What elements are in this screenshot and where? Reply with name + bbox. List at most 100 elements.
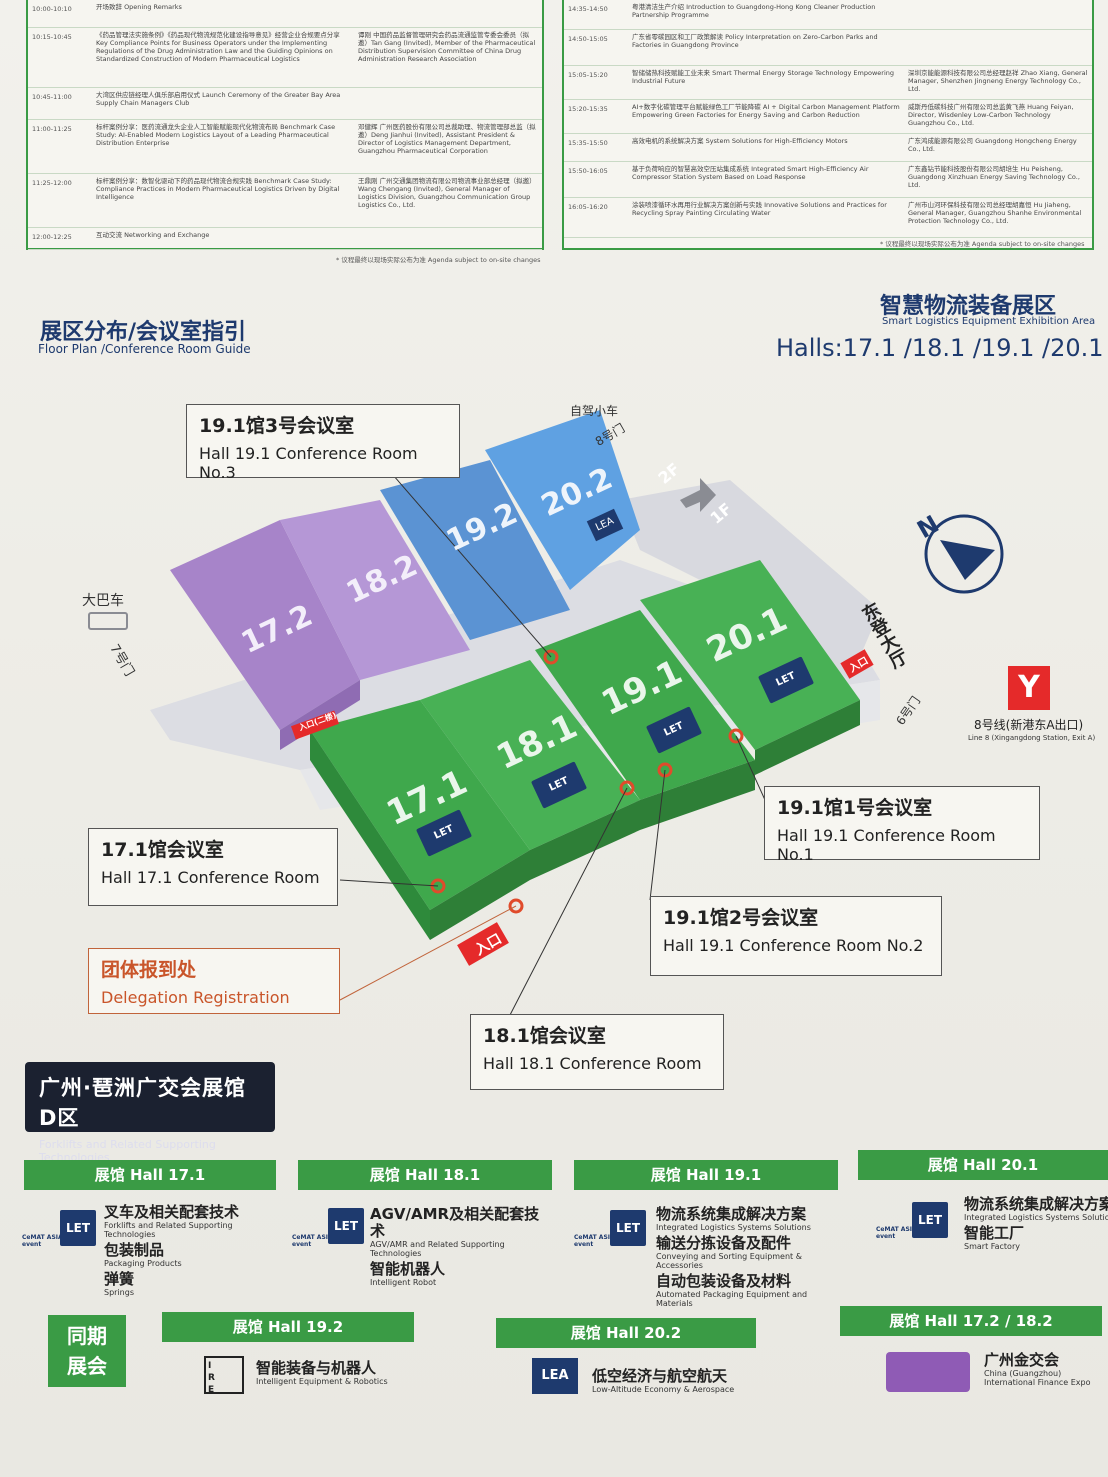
concurrent-20-2: 低空经济与航空航天 Low-Altitude Economy & Aerospa… [592, 1368, 772, 1397]
category-en: Springs [104, 1288, 134, 1297]
agenda-row: 12:00-12:25 互动交流 Networking and Exchange [28, 228, 542, 250]
same-period-badge: 同期 展会 [48, 1315, 126, 1387]
category-en: Conveying and Sorting Equipment & Access… [656, 1252, 802, 1270]
agenda-time: 15:50-16:05 [568, 167, 608, 175]
agenda-topic: 高效电机的系统解决方案 System Solutions for High-Ef… [632, 137, 848, 145]
zone-d-title: 广州·琶洲广交会展馆D区 [39, 1076, 246, 1130]
marker-delegation [508, 898, 524, 914]
hall-bar-19-1: 展馆 Hall 19.1 [574, 1160, 838, 1190]
callout-room1-en: Hall 19.1 Conference Room No.1 [777, 826, 996, 864]
gife-logo [886, 1352, 970, 1392]
callout-room181-cn: 18.1馆会议室 [483, 1025, 606, 1047]
agenda-note-right: * 议程最终以现场实际公布为准 Agenda subject to on-sit… [880, 240, 1085, 248]
hall-bar-17-2-18-2: 展馆 Hall 17.2 / 18.2 [840, 1306, 1102, 1336]
agenda-topic: AI+数字化碳管理平台赋能绿色工厂节能降碳 AI + Digital Carbo… [632, 103, 900, 119]
agenda-topic: 大湾区供应链经理人俱乐部启用仪式 Launch Ceremony of the … [96, 91, 341, 107]
category-en: Automated Packaging Equipment and Materi… [656, 1290, 808, 1308]
floor-plan-map [150, 410, 1004, 1016]
callout-room181-en: Hall 18.1 Conference Room [483, 1054, 702, 1073]
bus-label: 大巴车 [82, 593, 124, 609]
agenda-topic: 互动交流 Networking and Exchange [96, 231, 210, 239]
callout-room171-en: Hall 17.1 Conference Room [101, 868, 320, 887]
callout-room1: 19.1馆1号会议室 Hall 19.1 Conference Room No.… [764, 786, 1040, 864]
callout-room2-en: Hall 19.1 Conference Room No.2 [663, 936, 924, 955]
callout-room1-cn: 19.1馆1号会议室 [777, 797, 933, 819]
agenda-row: 11:25-12:00 标杆案例分享：数智化驱动下的药品现代物流合规实践 Benc… [28, 174, 542, 228]
agenda-speaker: 威斯丹低碳科技广州有限公司总监黄飞燕 Huang Feiyan, Directo… [908, 103, 1074, 127]
agenda-row: 15:35-15:50 高效电机的系统解决方案 System Solutions … [564, 134, 1092, 162]
callout-room2-cn: 19.1馆2号会议室 [663, 907, 819, 929]
hall-bar-20-1: 展馆 Hall 20.1 [858, 1150, 1108, 1180]
hall-17-1-block [310, 700, 530, 910]
agenda-time: 14:35-14:50 [568, 5, 608, 13]
agenda-time: 15:35-15:50 [568, 139, 608, 147]
same-period-line1: 同期 [67, 1324, 107, 1348]
self-drive-label: 自驾小车 [570, 404, 619, 418]
concurrent-cn: 低空经济与航空航天 [592, 1367, 728, 1385]
callout-delegation: 团体报到处 Delegation Registration [88, 948, 340, 1014]
hall-body-18-1: AGV/AMR及相关配套技术 AGV/AMR and Related Suppo… [370, 1206, 552, 1290]
agenda-time: 16:05-16:20 [568, 203, 608, 211]
callout-room3: 19.1馆3号会议室 Hall 19.1 Conference Room No.… [186, 404, 460, 482]
hall-18-1-block [420, 660, 640, 850]
compass-icon [924, 514, 1004, 594]
callout-room171: 17.1馆会议室 Hall 17.1 Conference Room [88, 828, 338, 906]
category-en: Intelligent Robot [370, 1278, 437, 1287]
metro-label-en: Line 8 (Xingangdong Station, Exit A) [968, 734, 1096, 742]
category-cn: AGV/AMR及相关配套技术 [370, 1205, 540, 1240]
floor-plan-subtitle: Floor Plan /Conference Room Guide [38, 342, 251, 356]
agenda-topic: 粤港清洁生产介绍 Introduction to Guangdong-Hong … [632, 3, 876, 19]
marker-room1 [728, 728, 744, 744]
agenda-topic: 开场致辞 Opening Remarks [96, 3, 182, 11]
agenda-topic: 涂装喷漆循环水再用行业解决方案创新与实践 Innovative Solution… [632, 201, 887, 217]
hall-bar-17-1: 展馆 Hall 17.1 [24, 1160, 276, 1190]
area-halls: Halls:17.1 /18.1 /19.1 /20.1 [776, 334, 1104, 362]
hall-19-1-block [535, 610, 755, 800]
marker-room2 [657, 762, 673, 778]
floor-plan-title: 展区分布/会议室指引 [40, 320, 247, 345]
agenda-speaker: 王鼎刚 广州交通集团物流有限公司物流事业部总经理（拟邀）Wang Chengan… [358, 177, 536, 209]
hall-body-19-1: 物流系统集成解决方案 Integrated Logistics Systems … [656, 1206, 842, 1311]
agenda-table-right: 14:35-14:50 粤港清洁生产介绍 Introduction to Guan… [562, 0, 1094, 250]
agenda-time: 11:00-11:25 [32, 125, 72, 133]
agenda-time: 12:00-12:25 [32, 233, 72, 241]
let-logo-panel-20-1: LET [912, 1202, 948, 1238]
agenda-speaker: 广东鸿成能源有限公司 Guangdong Hongcheng Energy Co… [908, 137, 1077, 153]
let-logo-panel-18-1: LET [328, 1208, 364, 1244]
category-cn: 包装制品 [104, 1241, 165, 1259]
concurrent-cn: 智能装备与机器人 [256, 1359, 377, 1377]
let-logo-panel-19-1: LET [610, 1210, 646, 1246]
agenda-time: 15:20-15:35 [568, 105, 608, 113]
concurrent-en: China (Guangzhou) International Finance … [984, 1369, 1091, 1387]
concurrent-cn: 广州金交会 [984, 1351, 1060, 1369]
agenda-speaker: 邓健辉 广州医药股份有限公司总裁助理、物流管理部总监（拟邀）Deng Jianh… [358, 123, 536, 155]
metro-icon: Y [1008, 666, 1050, 710]
callout-room3-cn: 19.1馆3号会议室 [199, 415, 355, 437]
marker-room181 [619, 780, 635, 796]
agenda-time: 10:45-11:00 [32, 93, 72, 101]
category-cn: 弹簧 [104, 1270, 135, 1288]
hall-bar-18-1: 展馆 Hall 18.1 [298, 1160, 552, 1190]
agenda-topic: 基于负荷响应的智慧高效空压站集成系统 Integrated Smart High… [632, 165, 869, 181]
agenda-time: 11:25-12:00 [32, 179, 72, 187]
hall-18-2-block [280, 500, 470, 680]
metro-label: 8号线(新港东A出口) [974, 718, 1084, 732]
callout-room2: 19.1馆2号会议室 Hall 19.1 Conference Room No.… [650, 896, 942, 976]
category-en: Integrated Logistics Systems Solutions [656, 1223, 811, 1232]
agenda-row: 10:15-10:45《药品管理法实施条例》《药品现代物流规范化建设指导意见》经… [28, 28, 542, 88]
concurrent-19-2: 智能装备与机器人 Intelligent Equipment & Robotic… [256, 1360, 426, 1389]
bus-icon [88, 612, 128, 630]
agenda-row: 15:20-15:35 AI+数字化碳管理平台赋能绿色工厂节能降碳 AI + Di… [564, 100, 1092, 134]
concurrent-en: Low-Altitude Economy & Aerospace [592, 1385, 735, 1394]
category-cn: 智能机器人 [370, 1260, 446, 1278]
agenda-topic: 标杆案例分享：数智化驱动下的药品现代物流合规实践 Benchmark Case … [96, 177, 340, 201]
agenda-time: 10:15-10:45 [32, 33, 72, 41]
